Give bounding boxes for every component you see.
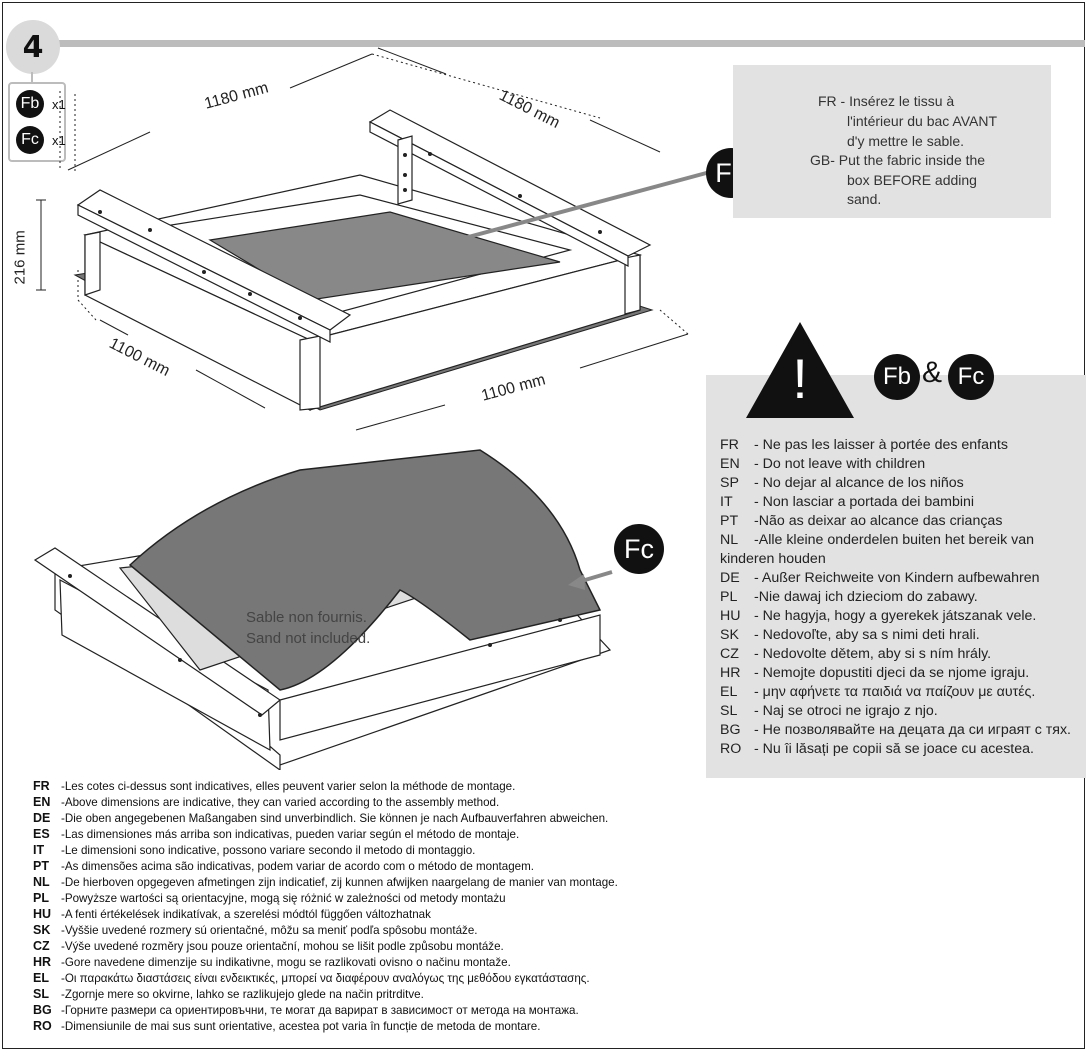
- warning-line: HR- Nemojte dopustiti djeci da se njome …: [720, 665, 1030, 681]
- note-line: SK-Vyššie uvedené rozmery sú orientačné,…: [33, 923, 478, 937]
- warning-part-fb: Fb: [874, 354, 920, 400]
- sandbox-fabric-illustration: [36, 47, 711, 431]
- instruction-line: l'intérieur du bac AVANT: [847, 113, 998, 129]
- fabric-arrow: [419, 170, 711, 252]
- warning-line: BG- Не позволявайте на децата да си игра…: [720, 722, 1071, 738]
- warning-line: SK- Nedovoľte, aby sa s nimi deti hrali.: [720, 627, 980, 643]
- note-line: HR-Gore navedene dimenzije su indikativn…: [33, 955, 511, 969]
- callout-cover: Fc: [614, 524, 664, 574]
- part-quantity: x1: [52, 132, 66, 148]
- warning-line: DE- Außer Reichweite von Kindern aufbewa…: [720, 570, 1040, 586]
- dimension-line-top-left: [67, 131, 151, 171]
- note-line: SL-Zgornje mere so okvirne, lahko se raz…: [33, 987, 424, 1001]
- note-line: IT-Le dimensioni sono indicative, posson…: [33, 843, 476, 857]
- sand-note-line: Sand not included.: [246, 630, 371, 647]
- header-rule: [58, 40, 1085, 47]
- note-line: NL-De hierboven opgegeven afmetingen zij…: [33, 875, 618, 889]
- note-line: RO-Dimensiunile de mai sus sunt orientat…: [33, 1019, 541, 1033]
- cover-fabric-shape: [128, 449, 602, 691]
- dimension-guide: [59, 88, 76, 171]
- step-number: 4: [22, 29, 44, 65]
- note-line: ES-Las dimensiones más arriba son indica…: [33, 827, 520, 841]
- warning-line: PL-Nie dawaj ich dzieciom do zabawy.: [720, 589, 978, 605]
- part-code-badge: Fb: [16, 90, 44, 118]
- warning-line: EL- μην αφήνετε τα παιδιά να παίζουν με …: [720, 684, 1036, 700]
- sand-not-included-note: Sable non fournis. Sand not included.: [246, 607, 370, 649]
- part-code-badge: Fc: [16, 126, 44, 154]
- sandbox-cover-illustration: [33, 449, 613, 770]
- warning-line: EN- Do not leave with children: [720, 456, 926, 472]
- instruction-line: d'y mettre le sable.: [847, 133, 965, 149]
- warning-part-fc: Fc: [948, 354, 994, 400]
- warning-box: FR- Ne pas les laisser à portée des enfa…: [706, 375, 1086, 778]
- dimension-height: 216 mm: [11, 230, 29, 285]
- note-line: FR-Les cotes ci-dessus sont indicatives,…: [33, 779, 516, 793]
- sand-note-line: Sable non fournis.: [246, 609, 367, 626]
- dimension-line-bottom-right: [355, 404, 446, 431]
- note-line: BG-Горните размери са ориентировъчни, те…: [33, 1003, 579, 1017]
- warning-line: IT- Non lasciar a portada dei bambini: [720, 494, 975, 510]
- note-line: PL-Powyższe wartości są orientacyjne, mo…: [33, 891, 506, 905]
- note-line: HU-A fenti értékelések indikatívak, a sz…: [33, 907, 431, 921]
- warning-triangle-icon: !: [746, 322, 854, 418]
- part-row-fc: Fc x1: [16, 126, 66, 154]
- warning-line: HU- Ne hagyja, hogy a gyerekek játszanak…: [720, 608, 1037, 624]
- instruction-line: GB- Put the fabric inside the: [810, 152, 986, 168]
- warning-line: kinderen houden: [720, 551, 826, 567]
- warning-line: RO- Nu îi lăsați pe copii să se joace cu…: [720, 741, 1034, 757]
- ampersand-text: &: [922, 356, 943, 389]
- note-line: EN-Above dimensions are indicative, they…: [33, 795, 500, 809]
- instruction-line: box BEFORE adding: [847, 172, 977, 188]
- warning-line: CZ- Nedovolte dětem, aby si s ním hrály.: [720, 646, 992, 662]
- dimension-line-top-left-b: [289, 53, 373, 89]
- note-line: DE-Die oben angegebenen Maßangaben sind …: [33, 811, 609, 825]
- warning-line: PT-Não as deixar ao alcance das crianças: [720, 513, 1003, 529]
- badge-connector: [31, 72, 33, 84]
- instruction-line: sand.: [847, 191, 882, 207]
- warning-line: SL- Naj se otroci ne igrajo z njo.: [720, 703, 938, 719]
- note-line: EL-Οι παρακάτω διαστάσεις είναι ενδεικτι…: [33, 971, 590, 985]
- instruction-line: FR - Insérez le tissu à: [818, 93, 955, 109]
- note-line: PT-As dimensões acima são indicativas, p…: [33, 859, 535, 873]
- parts-list: Fb x1 Fc x1: [8, 82, 66, 162]
- warning-line: NL-Alle kleine onderdelen buiten het ber…: [720, 532, 1034, 548]
- part-row-fb: Fb x1: [16, 90, 66, 118]
- warning-line: FR- Ne pas les laisser à portée des enfa…: [720, 437, 1008, 453]
- fabric-instruction-box: FR - Insérez le tissu à l'intérieur du b…: [733, 65, 1051, 218]
- warning-line: SP- No dejar al alcance de los niños: [720, 475, 964, 491]
- step-number-badge: 4: [6, 20, 60, 74]
- part-quantity: x1: [52, 96, 66, 112]
- warning-symbol: !: [792, 347, 808, 410]
- dimension-line-top-right: [377, 47, 447, 75]
- dimension-line-bottom-left: [99, 319, 129, 336]
- note-line: CZ-Výše uvedené rozměry jsou pouze orien…: [33, 939, 504, 953]
